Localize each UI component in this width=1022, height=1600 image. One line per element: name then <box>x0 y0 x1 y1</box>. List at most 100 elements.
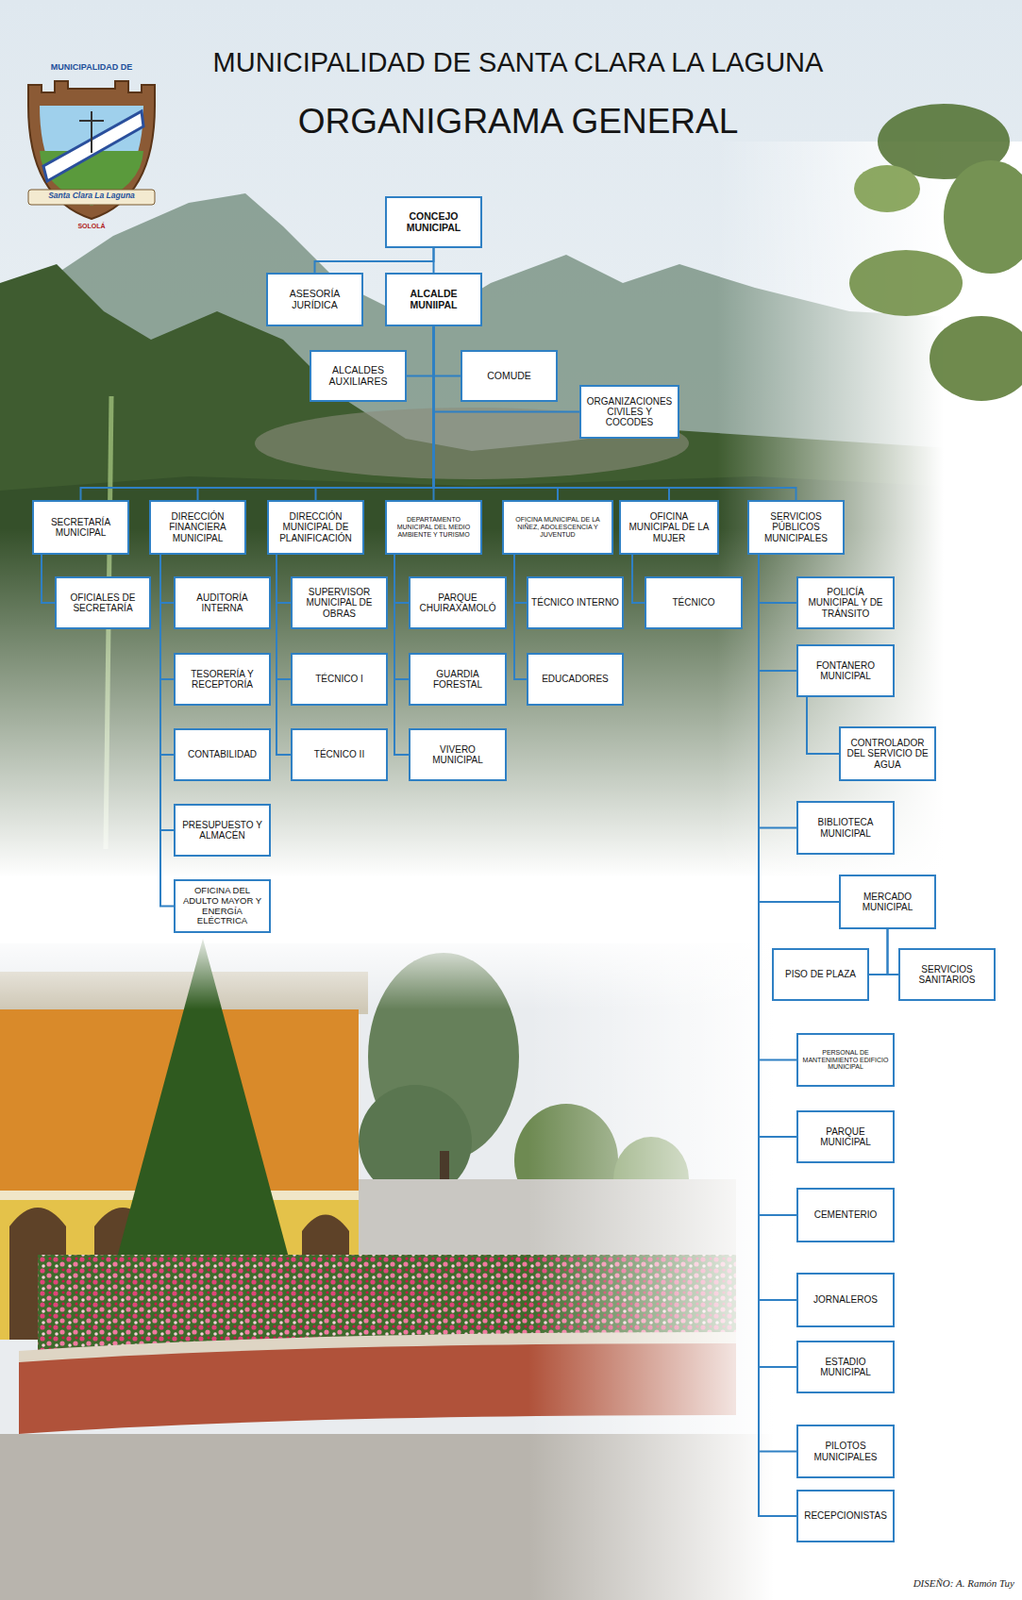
box-label: EDUCADORES <box>541 673 609 685</box>
org-box: RECEPCIONISTAS <box>796 1490 895 1543</box>
plaza-photo <box>0 924 1022 1600</box>
box-label: ORGANIZACIONES CIVILES Y COCODES <box>584 396 675 429</box>
org-connector <box>276 554 291 604</box>
page-subtitle: ORGANIGRAMA GENERAL <box>93 101 943 143</box>
org-connector <box>160 554 174 755</box>
org-box: PILOTOS MUNICIPALES <box>796 1424 895 1479</box>
box-label: TÉCNICO <box>672 597 716 608</box>
box-label: AUDITORÍA INTERNA <box>178 592 267 615</box>
box-label: OFICIALES DE SECRETARÍA <box>59 592 147 615</box>
org-box: PRESUPUESTO Y ALMACÉN <box>173 804 271 857</box>
org-box: CONCEJO MUNICIPAL <box>385 196 483 249</box>
org-box: PARQUE MUNICIPAL <box>796 1110 895 1164</box>
box-label: PARQUE CHUIRAXAMOLÓ <box>413 592 503 615</box>
box-label: DIRECCIÓN MUNICIPAL DE PLANIFICACIÓN <box>271 511 360 544</box>
org-box: DEPARTAMENTO MUNICIPAL DEL MEDIO AMBIENT… <box>385 500 483 555</box>
org-connector <box>160 554 174 907</box>
org-box: DIRECCIÓN MUNICIPAL DE PLANIFICACIÓN <box>267 500 365 555</box>
org-connector <box>514 554 527 680</box>
org-box: AUDITORÍA INTERNA <box>173 576 271 630</box>
box-label: ESTADIO MUNICIPAL <box>801 1357 890 1379</box>
box-label: ALCALDE MUNIIPAL <box>389 288 478 312</box>
org-box: TESORERÍA Y RECEPTORÍA <box>173 653 271 706</box>
org-box: ASESORÍA JURÍDICA <box>266 272 364 327</box>
org-box: POLICÍA MUNICIPAL Y DE TRÁNSITO <box>796 576 895 630</box>
box-label: BIBLIOTECA MUNICIPAL <box>801 817 890 839</box>
box-label: ASESORÍA JURÍDICA <box>270 288 359 312</box>
org-box: ESTADIO MUNICIPAL <box>796 1340 895 1394</box>
box-label: RECEPCIONISTAS <box>804 1510 888 1522</box>
box-label: POLICÍA MUNICIPAL Y DE TRÁNSITO <box>801 586 890 620</box>
box-label: PERSONAL DE MANTENIMIENTO EDIFICIO MUNIC… <box>801 1049 890 1073</box>
org-box: COMUDE <box>460 350 558 403</box>
logo-text: MUNICIPALIDAD DE <box>20 62 163 72</box>
logo-text: Santa Clara La Laguna <box>28 191 155 202</box>
org-box: OFICINA MUNICIPAL DE LA NIÑEZ, ADOLESCEN… <box>502 500 614 555</box>
box-label: DIRECCIÓN FINANCIERA MUNICIPAL <box>153 511 242 544</box>
org-connector <box>41 554 55 604</box>
org-connector <box>160 554 174 604</box>
org-connector <box>406 326 435 377</box>
org-connector <box>869 929 888 975</box>
org-connector <box>434 326 581 413</box>
box-label: COMUDE <box>486 370 532 383</box>
box-label: PRESUPUESTO Y ALMACÉN <box>178 820 267 842</box>
box-label: SERVICIOS SANITARIOS <box>903 964 991 987</box>
box-label: OFICINA DEL ADULTO MAYOR Y ENERGÍA ELÉCT… <box>178 886 267 927</box>
box-label: PISO DE PLAZA <box>785 969 856 980</box>
org-box: TÉCNICO II <box>290 728 388 782</box>
org-box: OFICINA DEL ADULTO MAYOR Y ENERGÍA ELÉCT… <box>173 879 271 934</box>
org-box: CEMENTERIO <box>796 1188 895 1243</box>
box-label: PARQUE MUNICIPAL <box>801 1126 890 1149</box>
org-connector <box>198 326 435 501</box>
org-connector <box>160 554 174 680</box>
box-label: CONCEJO MUNICIPAL <box>389 211 478 235</box>
box-label: CEMENTERIO <box>814 1209 878 1221</box>
org-box: OFICINA MUNICIPAL DE LA MUJER <box>619 500 720 555</box>
org-connector <box>758 554 797 1216</box>
logo-text: SOLOLÁ <box>20 222 163 231</box>
org-connector <box>758 554 797 1138</box>
org-connector <box>758 554 797 1301</box>
box-label: CONTABILIDAD <box>187 749 257 760</box>
box-label: PILOTOS MUNICIPALES <box>801 1440 890 1463</box>
org-box: GUARDIA FORESTAL <box>408 653 507 706</box>
org-box: DIRECCIÓN FINANCIERA MUNICIPAL <box>149 500 247 555</box>
org-connector <box>632 554 645 604</box>
org-box: SERVICIOS SANITARIOS <box>898 948 996 1002</box>
org-connector <box>276 554 291 755</box>
org-connector <box>887 929 900 975</box>
org-box: CONTABILIDAD <box>173 728 271 782</box>
org-connector <box>434 326 559 501</box>
org-box: EDUCADORES <box>526 653 624 706</box>
org-connector <box>433 248 436 273</box>
box-label: SERVICIOS PÚBLICOS MUNICIPALES <box>752 511 840 544</box>
box-label: SECRETARÍA MUNICIPAL <box>36 517 125 539</box>
box-label: MERCADO MUNICIPAL <box>843 891 932 914</box>
box-label: TÉCNICO I <box>315 673 364 685</box>
box-label: TÉCNICO II <box>314 749 365 760</box>
org-connector <box>315 248 435 273</box>
org-connector <box>758 554 797 1453</box>
org-connector <box>758 554 797 671</box>
org-connector <box>394 554 409 680</box>
org-box: PISO DE PLAZA <box>771 948 870 1002</box>
org-box: MERCADO MUNICIPAL <box>838 874 937 930</box>
municipal-logo <box>28 81 155 219</box>
org-box: BIBLIOTECA MUNICIPAL <box>796 801 895 855</box>
org-connector <box>434 326 797 501</box>
org-box: CONTROLADOR DEL SERVICIO DE AGUA <box>838 726 937 782</box>
org-connector <box>758 554 797 1517</box>
org-box: TÉCNICO INTERNO <box>526 576 624 630</box>
org-box: ORGANIZACIONES CIVILES Y COCODES <box>579 385 680 439</box>
box-label: TÉCNICO INTERNO <box>531 597 620 608</box>
org-box: SECRETARÍA MUNICIPAL <box>32 500 130 555</box>
org-box: SUPERVISOR MUNICIPAL DE OBRAS <box>290 576 388 630</box>
box-label: SUPERVISOR MUNICIPAL DE OBRAS <box>295 586 384 620</box>
org-connector <box>160 554 174 831</box>
box-label: TESORERÍA Y RECEPTORÍA <box>178 669 267 691</box>
org-connector <box>806 697 839 754</box>
org-box: VIVERO MUNICIPAL <box>408 728 507 782</box>
org-box: TÉCNICO <box>644 576 743 630</box>
box-label: DEPARTAMENTO MUNICIPAL DEL MEDIO AMBIENT… <box>389 516 478 539</box>
